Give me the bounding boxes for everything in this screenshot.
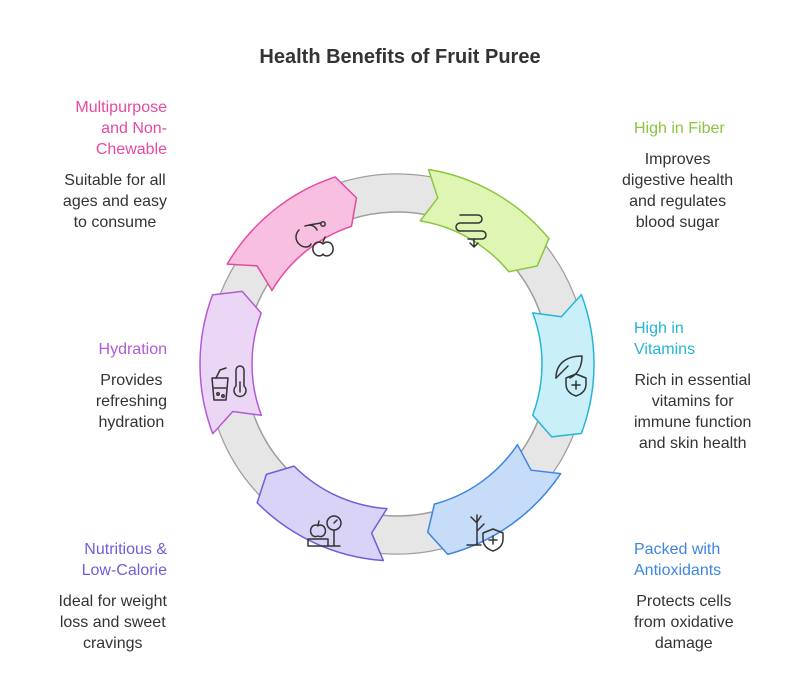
desc-nutritious: Ideal for weight loss and sweet cravings xyxy=(58,593,167,652)
intestine-icon xyxy=(455,214,487,248)
desc-multipurpose: Suitable for all ages and easy to consum… xyxy=(62,172,167,231)
leaf-shield-icon xyxy=(555,355,587,397)
segment-fiber xyxy=(419,168,550,273)
desc-fiber: Improves digestive health and regulates … xyxy=(622,151,734,231)
desc-hydration: Provides refreshing hydration xyxy=(95,372,167,431)
title-hydration: Hydration xyxy=(98,341,167,358)
desc-antioxidants: Protects cells from oxidative damage xyxy=(634,593,734,652)
tree-shield-icon xyxy=(466,514,504,552)
scale-icon xyxy=(307,515,342,547)
segment-antioxidants xyxy=(426,443,562,556)
title-nutritious: Nutritious & Low-Calorie xyxy=(81,541,167,579)
label-vitamins: High in Vitamins Rich in essential vitam… xyxy=(634,318,751,454)
segment-nutritious xyxy=(256,465,388,562)
segment-multipurpose xyxy=(226,176,358,292)
desc-vitamins: Rich in essential vitamins for immune fu… xyxy=(634,372,752,452)
segment-hydration xyxy=(199,290,263,435)
title-fiber: High in Fiber xyxy=(634,120,725,137)
segment-vitamins xyxy=(531,293,595,438)
diagram-title: Health Benefits of Fruit Puree xyxy=(259,46,541,68)
fruit-icon xyxy=(295,221,334,257)
title-antioxidants: Packed with Antioxidants xyxy=(634,541,722,579)
title-vitamins: High in Vitamins xyxy=(634,320,696,358)
label-fiber: High in Fiber Improves digestive health … xyxy=(622,118,733,233)
label-antioxidants: Packed with Antioxidants Protects cells … xyxy=(634,539,734,654)
label-nutritious: Nutritious & Low-Calorie Ideal for weigh… xyxy=(58,539,167,654)
drink-thermometer-icon xyxy=(211,365,247,401)
title-multipurpose: Multipurpose and Non- Chewable xyxy=(75,99,167,158)
label-hydration: Hydration Provides refreshing hydration xyxy=(96,339,167,433)
label-multipurpose: Multipurpose and Non- Chewable Suitable … xyxy=(63,97,167,233)
